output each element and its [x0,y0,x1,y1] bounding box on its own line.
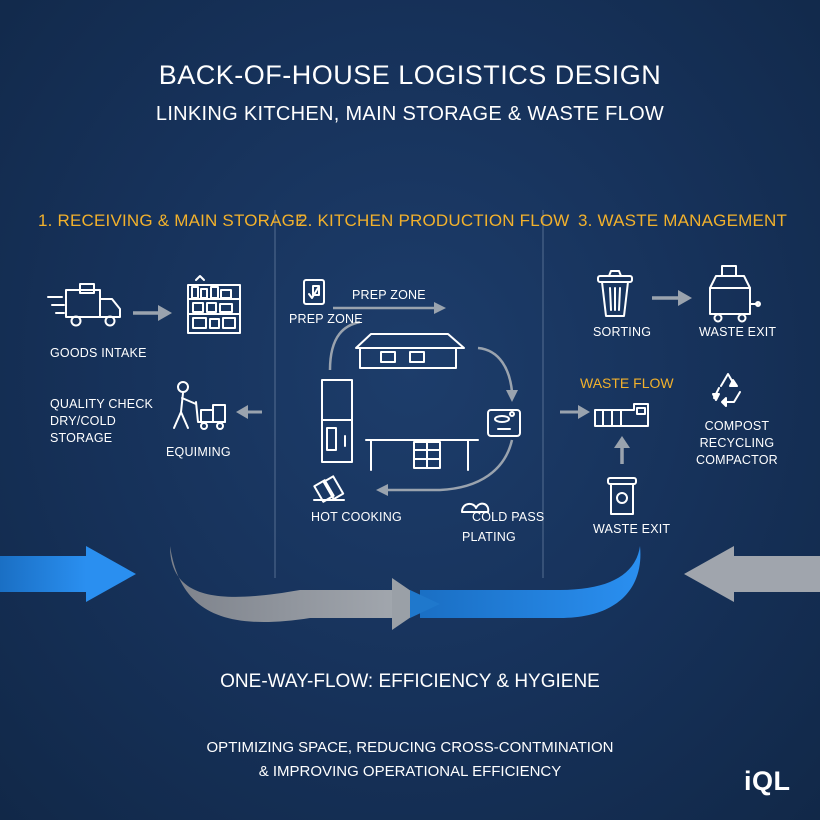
up-arrow-icon [614,436,630,464]
brand-logo: iQL [744,766,791,796]
trash-bin-icon [597,270,633,317]
kitchen-loop-arrows [328,320,518,496]
waste-exit-top-label: WASTE EXIT [699,325,777,339]
shelving-icon [187,275,241,334]
prep-zone-label: PREP ZONE [289,312,363,326]
hand-truck-icon [173,381,226,430]
delivery-truck-icon [47,283,121,327]
page-title: BACK-OF-HOUSE LOGISTICS DESIGN [158,60,662,90]
kitchen-layout-icon [355,333,465,369]
sorting-label: SORTING [593,325,652,339]
left-arrow-icon [560,405,590,419]
counter-icon [365,439,479,471]
section-heading-waste: 3. WASTE MANAGEMENT [578,211,788,230]
prep-flow-arrow [333,302,446,314]
blue-inflow-arrow [0,546,136,602]
footer-line-1: OPTIMIZING SPACE, REDUCING CROSS-CONTMIN… [206,739,614,756]
section-heading-kitchen: 2. KITCHEN PRODUCTION FLOW [298,211,570,230]
compost-recycling-label: COMPOST RECYCLING COMPACTOR [696,419,778,467]
cold-pass-label: COLD PASS [472,510,545,524]
waste-cart-icon [709,265,761,323]
waste-exit-bottom-label: WASTE EXIT [593,522,671,536]
section-heading-receiving: 1. RECEIVING & MAIN STORAGE [38,211,307,230]
equiming-label: EQUIMING [166,445,231,459]
refrigerator-icon [321,379,353,463]
quality-check-label: QUALITY CHECK DRY/COLD STORAGE [50,397,154,445]
waste-bin-icon [607,477,637,515]
recycle-icon [712,373,741,407]
cold-pass-icon [461,502,490,513]
compactor-icon [594,403,649,427]
waste-flow-label: WASTE FLOW [580,375,674,391]
goods-intake-label: GOODS INTAKE [50,346,147,360]
main-flow-swoosh [170,546,641,630]
gray-outflow-arrow [684,546,820,602]
stove-icon [487,409,521,437]
hot-cooking-label: HOT COOKING [311,510,402,524]
checklist-icon [303,279,325,305]
plating-label: PLATING [462,530,516,544]
flow-caption: ONE-WAY-FLOW: EFFICIENCY & HYGIENE [220,671,600,692]
page-subtitle: LINKING KITCHEN, MAIN STORAGE & WASTE FL… [155,103,665,125]
left-arrow-icon [236,405,262,419]
footer-line-2: & IMPROVING OPERATIONAL EFFICIENCY [258,763,562,780]
bottles-icon [313,475,345,503]
right-arrow-icon [652,290,692,306]
right-arrow-icon [133,305,172,321]
prep-zone-top-label: PREP ZONE [352,288,426,302]
